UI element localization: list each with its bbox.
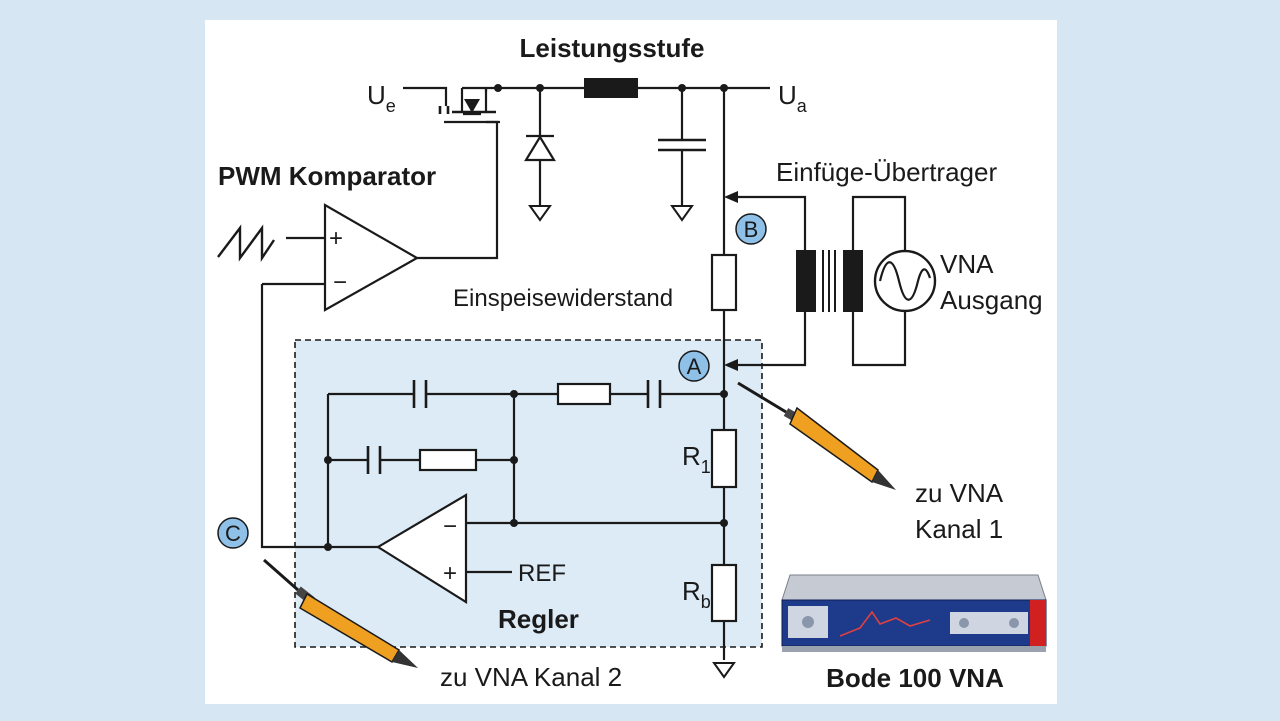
sawtooth-icon [217,224,275,262]
controller-region [294,339,763,648]
probe-channel-2 [263,558,418,668]
rb-resistor [710,563,738,623]
mosfet-symbol [438,86,500,124]
marker-c: C [217,517,249,549]
coupling-transformer-label: Einfüge-Übertrager [776,157,997,187]
ue-label: Ue [367,80,396,116]
ground-symbol [712,662,736,679]
probe-channel-1 [737,381,896,490]
vna-output-label-line2: Ausgang [940,285,1043,315]
controller-label: Regler [498,604,579,634]
probe1-label-line1: zu VNA [915,478,1004,508]
output-capacitor [658,88,706,222]
rb-label: Rb [682,576,711,612]
comparator-minus-sign: − [333,269,347,296]
injection-transformer [724,191,907,371]
device-name-label: Bode 100 VNA [826,663,1004,693]
power-stage-title: Leistungsstufe [520,33,705,63]
error-amplifier [375,493,512,604]
probe2-label: zu VNA Kanal 2 [440,662,622,692]
pwm-comparator-label: PWM Komparator [218,161,436,191]
marker-a: A [678,350,710,382]
control-output-wire [260,284,378,549]
inductor-symbol [584,78,638,98]
marker-b: B [735,213,767,245]
pwm-comparator [217,120,499,312]
bode100-device-image [781,574,1047,652]
r1-resistor [710,428,738,489]
opamp-minus-sign: − [443,513,457,540]
freewheel-diode [524,88,556,222]
r1-label: R1 [682,441,711,477]
ue-input-wire [403,86,448,106]
probe1-label-line2: Kanal 1 [915,514,1003,544]
svg-text:C: C [225,521,241,546]
opamp-plus-sign: + [443,560,457,587]
svg-text:B: B [744,217,759,242]
ref-label: REF [518,560,566,587]
svg-text:A: A [687,354,702,379]
vna-signal-source [873,249,937,313]
ua-label: Ua [778,80,808,116]
compensation-network [324,380,728,551]
injection-resistor [710,253,738,312]
comparator-plus-sign: + [329,225,343,252]
vna-output-label-line1: VNA [940,249,994,279]
injection-resistor-label: Einspeisewiderstand [453,285,673,312]
